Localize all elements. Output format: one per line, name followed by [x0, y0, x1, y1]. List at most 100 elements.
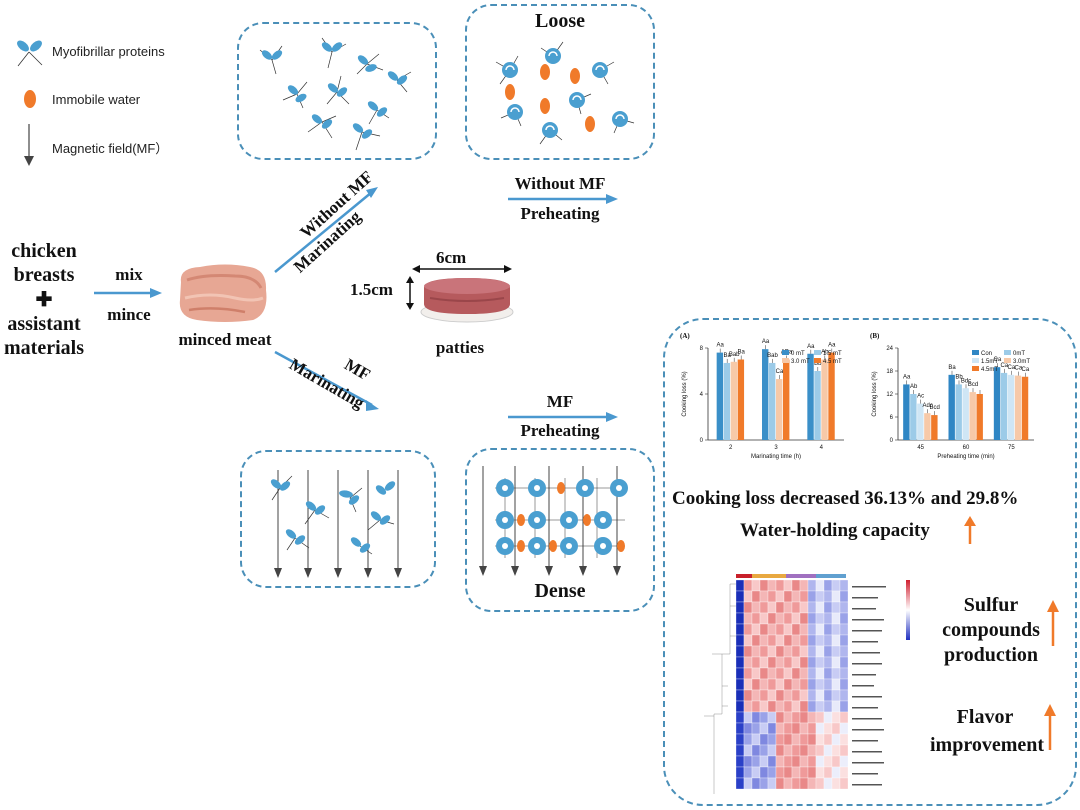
chart-a-bar	[828, 352, 835, 440]
heatmap-cell	[751, 645, 761, 658]
heatmap-cell	[735, 722, 745, 735]
chicken-label: chicken	[11, 240, 77, 262]
heatmap-cell	[807, 700, 817, 713]
heatmap-cell	[799, 777, 809, 790]
chart-b-sig-label: Ac	[917, 394, 924, 400]
heatmap-cell	[735, 601, 745, 614]
chart-a-bar	[716, 352, 724, 440]
heatmap-cell	[823, 755, 833, 768]
sulfur-line1: Sulfur	[963, 594, 1019, 616]
heatmap-cell	[823, 711, 833, 724]
heatmap-cell	[759, 612, 769, 625]
dense-structure-box	[465, 448, 655, 612]
heatmap-cell	[783, 601, 793, 614]
heatmap-cell	[791, 667, 801, 680]
heatmap-cell	[807, 667, 817, 680]
chart-b-legend-label: 4.5mT	[981, 367, 998, 373]
heatmap-cell	[831, 766, 841, 779]
flavor-line2: improvement	[930, 734, 1045, 756]
heatmap-cell	[839, 777, 849, 790]
chart-a-sig-label: Bb	[814, 361, 822, 367]
heatmap-cell	[799, 700, 809, 713]
heatmap-cell	[751, 777, 761, 790]
heatmap-cell	[735, 623, 745, 636]
heatmap-cell	[743, 634, 753, 647]
heatmap-cell	[775, 678, 785, 691]
chart-b-bar	[962, 388, 969, 440]
heatmap-cell	[783, 623, 793, 636]
chart-a-xlabel: Marinating time (h)	[751, 454, 801, 460]
chart-b-bar	[1014, 375, 1022, 440]
without-mf-preheating-arrow	[508, 194, 618, 204]
flavor-line1: Flavor	[956, 706, 1014, 728]
heatmap-cell	[815, 700, 825, 713]
heatmap-cell	[783, 711, 793, 724]
heatmap-cell	[775, 711, 785, 724]
heatmap-cell	[783, 777, 793, 790]
whc-result: Water-holding capacity	[740, 520, 930, 541]
heatmap-cell	[831, 700, 841, 713]
heatmap-cell	[815, 766, 825, 779]
heatmap-cell	[823, 777, 833, 790]
heatmap-cell	[783, 733, 793, 746]
heatmap-cell	[791, 645, 801, 658]
heatmap-cell	[743, 766, 753, 779]
heatmap-cell	[823, 590, 833, 603]
heatmap-cell	[839, 612, 849, 625]
heatmap-cell	[735, 711, 745, 724]
heatmap-cell	[743, 777, 753, 790]
chart-b-legend-swatch	[972, 366, 979, 371]
heatmap-cell	[815, 612, 825, 625]
chart-a-bar	[737, 359, 745, 440]
heatmap-cell	[831, 722, 841, 735]
chart-a-bar	[730, 361, 738, 440]
heatmap-cell	[759, 722, 769, 735]
heatmap-cell	[767, 623, 777, 636]
heatmap-cell	[759, 700, 769, 713]
heatmap-compound-labels	[852, 586, 886, 786]
loose-label: Loose	[535, 10, 585, 32]
heatmap-cell	[735, 678, 745, 691]
sulfur-line3: production	[943, 644, 1039, 666]
heatmap-cell	[791, 634, 801, 647]
heatmap-cell	[823, 667, 833, 680]
heatmap-cell	[743, 579, 753, 592]
materials-label: materials	[4, 337, 84, 359]
heatmap-cell	[815, 689, 825, 702]
heatmap-cell	[815, 667, 825, 680]
heatmap-cell	[839, 744, 849, 757]
chart-b-xtick-label: 75	[1008, 445, 1015, 451]
heatmap-cell	[791, 590, 801, 603]
immobile-water-icon	[24, 90, 36, 108]
breasts-label: breasts	[13, 264, 75, 286]
heatmap-cell	[799, 755, 809, 768]
chart-a-xtick-label: 4	[820, 445, 824, 451]
heatmap-cell	[735, 689, 745, 702]
heatmap-cell	[839, 678, 849, 691]
heatmap-cell	[823, 689, 833, 702]
heatmap-cell	[839, 755, 849, 768]
heatmap-cell	[775, 601, 785, 614]
heatmap-cell	[767, 689, 777, 702]
heatmap-cell	[839, 711, 849, 724]
heatmap-cell	[799, 656, 809, 669]
heatmap-cell	[823, 612, 833, 625]
whc-up-arrow-icon	[964, 516, 976, 544]
chart-a-bar	[769, 362, 776, 440]
plus-icon: ✚	[35, 289, 53, 311]
chart-a-legend-label: 1.5 mT	[823, 351, 842, 357]
mf-preheating-line1: MF	[546, 392, 574, 411]
heatmap-cell	[807, 623, 817, 636]
heatmap-cell	[807, 777, 817, 790]
heatmap-cell	[783, 700, 793, 713]
chart-a-bar	[776, 379, 783, 440]
chart-a-ytick-label: 4	[700, 392, 704, 398]
heatmap-cell	[743, 612, 753, 625]
heatmap-cell	[767, 733, 777, 746]
heatmap-cell	[767, 612, 777, 625]
heatmap-cell	[783, 678, 793, 691]
heatmap-cell	[735, 656, 745, 669]
heatmap-cell	[743, 689, 753, 702]
heatmap-cell	[791, 722, 801, 735]
chart-a-sig-label: Aa	[828, 343, 836, 349]
